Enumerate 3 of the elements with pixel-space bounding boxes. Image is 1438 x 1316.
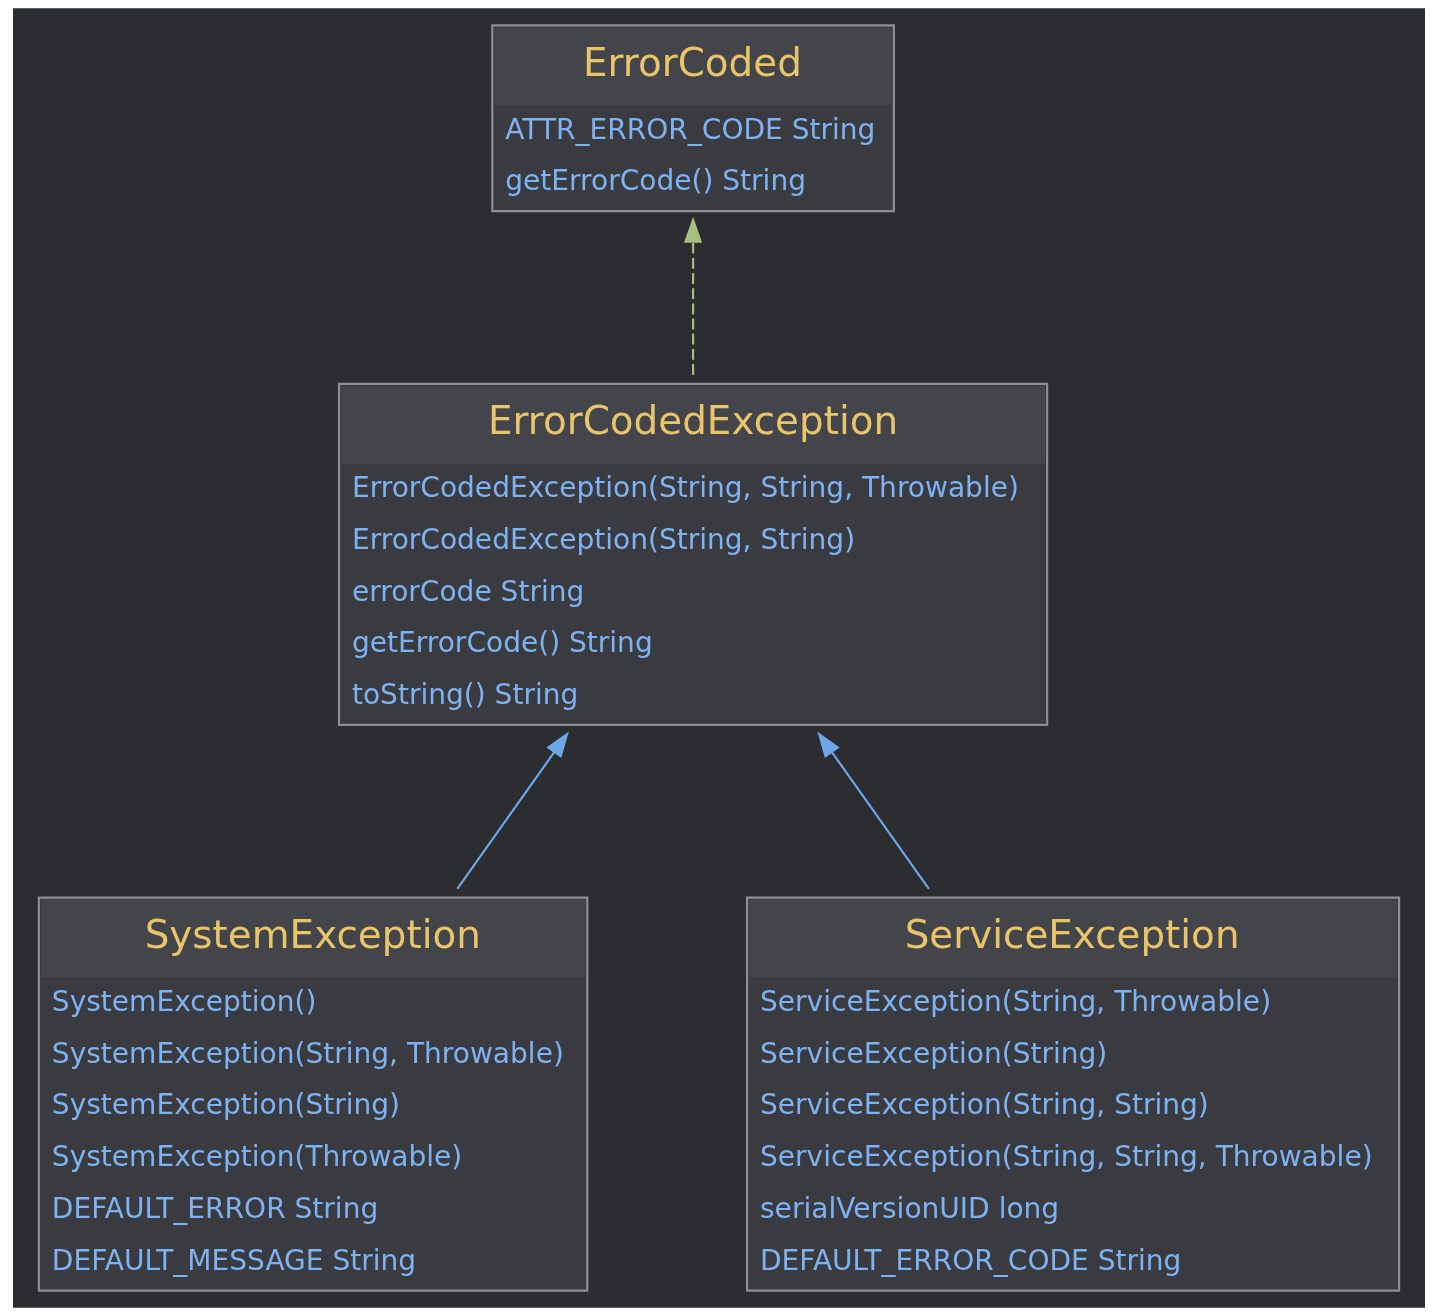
arrow [817,731,930,890]
arrow [684,216,703,375]
arrow [456,731,569,890]
